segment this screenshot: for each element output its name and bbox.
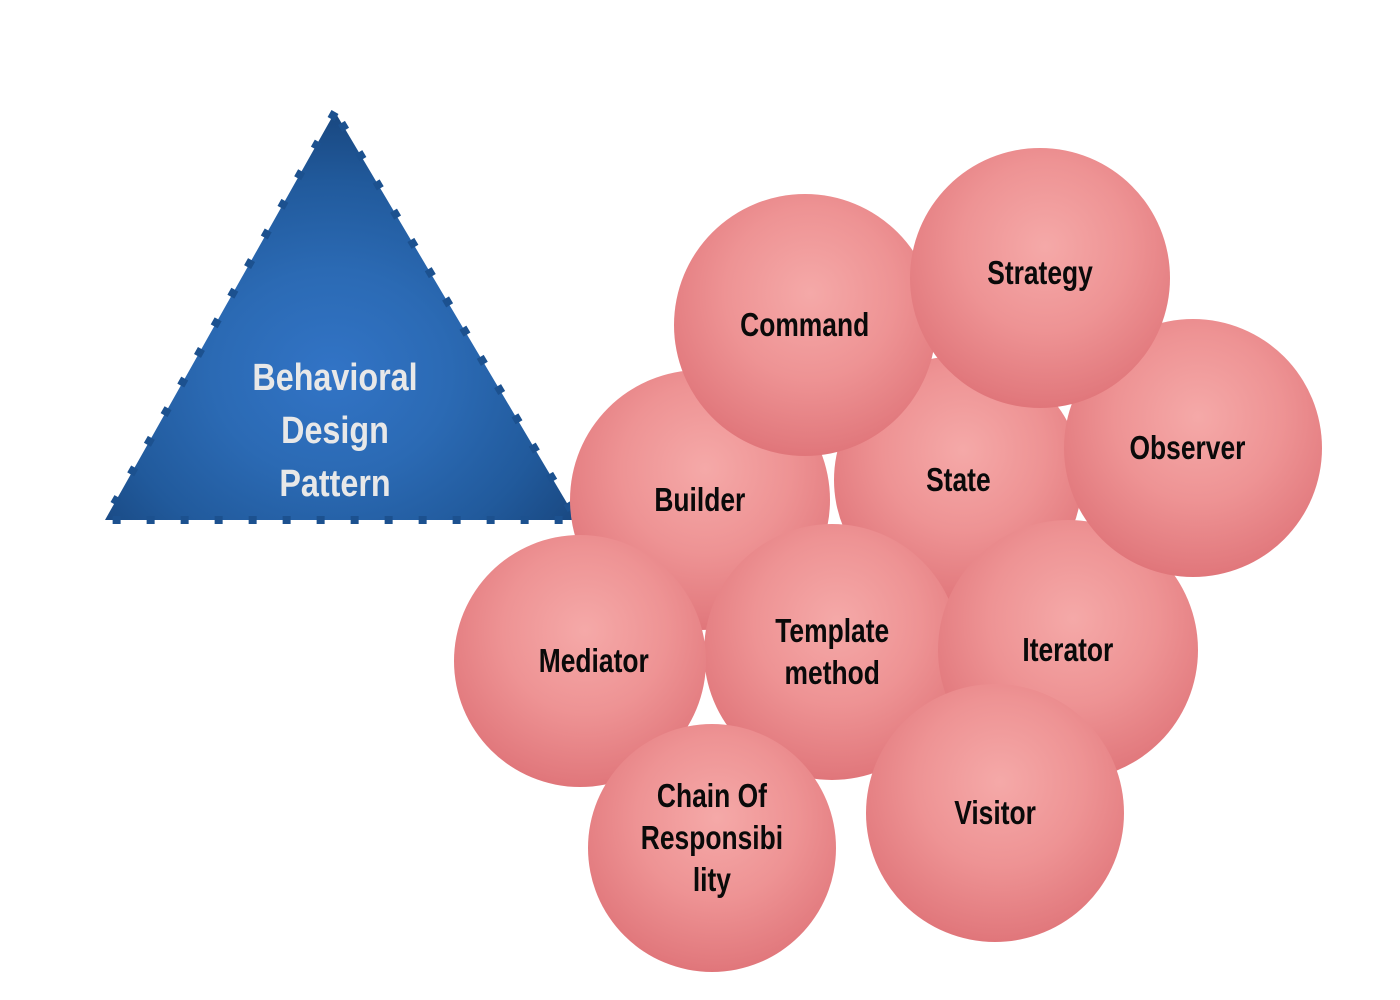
triangle-label-line: Pattern: [279, 463, 391, 505]
label-line: Iterator: [1022, 631, 1114, 668]
label-line: Command: [740, 306, 870, 343]
circle-command: Command: [674, 194, 936, 456]
triangle-label-line: Behavioral: [252, 357, 418, 399]
label-line: Strategy: [987, 254, 1093, 291]
behavioral-triangle: [98, 104, 585, 524]
circle-iterator-label: Iterator: [1023, 629, 1114, 671]
label-line: Builder: [654, 481, 746, 518]
circle-mediator-label: Mediator: [539, 640, 649, 682]
label-line: Chain Of: [656, 777, 767, 814]
circle-chain-of-responsibility: Chain Of Responsibi lity: [588, 724, 836, 972]
circle-state-label: State: [926, 459, 991, 501]
circle-chain-of-responsibility-label: Chain Of Responsibi lity: [641, 775, 783, 901]
triangle-shape: [98, 104, 585, 524]
label-line: Observer: [1129, 429, 1245, 466]
circle-visitor: Visitor: [866, 684, 1124, 942]
label-line: State: [925, 461, 991, 498]
triangle-label: Behavioral Design Pattern: [175, 352, 495, 511]
circle-strategy: Strategy: [910, 148, 1170, 408]
circle-command-label: Command: [740, 304, 869, 346]
circle-visitor-label: Visitor: [954, 792, 1036, 834]
label-line: Template: [775, 612, 889, 649]
label-line: lity: [692, 861, 732, 898]
triangle-label-line: Design: [281, 410, 389, 452]
label-line: method: [784, 654, 880, 691]
label-line: Visitor: [954, 794, 1036, 831]
label-line: Responsibi: [640, 819, 784, 856]
circle-builder-label: Builder: [655, 479, 746, 521]
label-line: Mediator: [538, 642, 649, 679]
circle-observer-label: Observer: [1129, 427, 1245, 469]
circle-strategy-label: Strategy: [987, 252, 1093, 294]
circle-template-method-label: Template method: [775, 610, 889, 694]
